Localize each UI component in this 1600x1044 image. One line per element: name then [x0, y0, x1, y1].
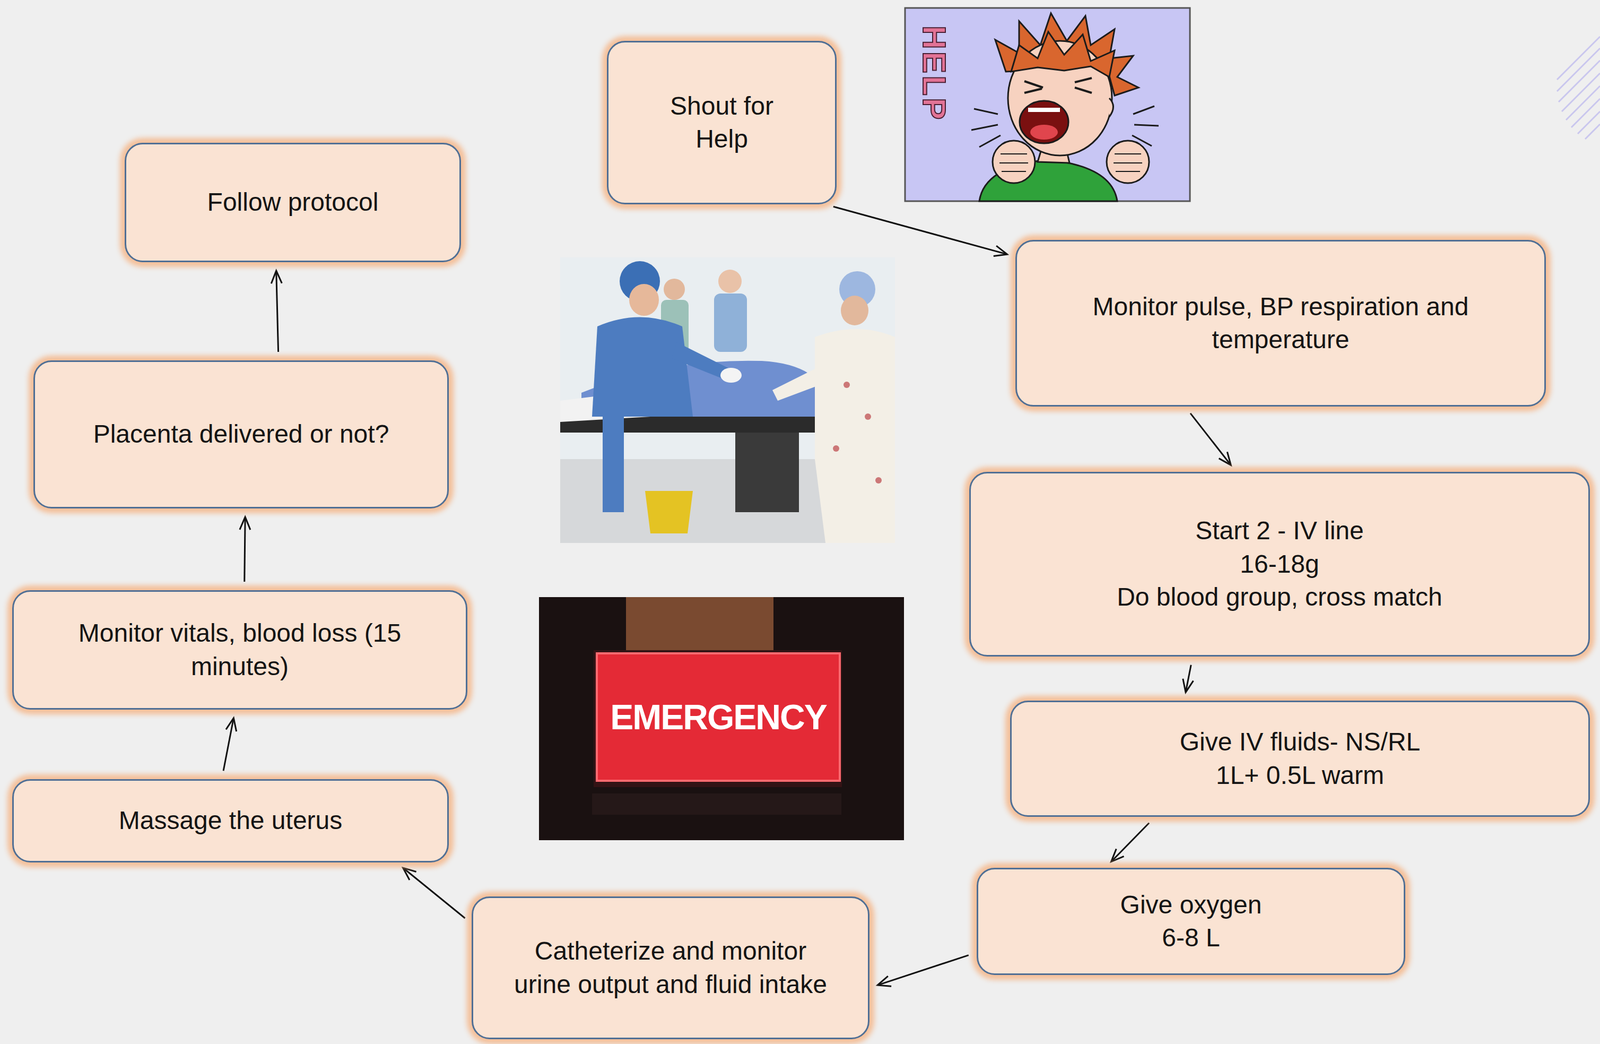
- box-text: Do blood group, cross match: [1116, 580, 1443, 614]
- box-text: Monitor pulse, BP respiration and temper…: [1041, 290, 1520, 357]
- box-text: 1L+ 0.5L warm: [1215, 758, 1385, 792]
- surgery-photo: [560, 257, 895, 543]
- flow-arrow: [276, 270, 279, 352]
- process-box: Start 2 - IV line16-18gDo blood group, c…: [969, 471, 1590, 657]
- flow-arrow: [403, 867, 466, 918]
- process-box: Follow protocol: [124, 142, 462, 263]
- help-cartoon: [905, 7, 1190, 202]
- flow-arrow: [223, 717, 234, 771]
- box-text: Give oxygen: [1120, 888, 1263, 921]
- flow-arrow: [833, 206, 1008, 255]
- box-text: Catheterize and monitor urine output and…: [508, 934, 833, 1001]
- box-text: Give IV fluids- NS/RL: [1179, 725, 1421, 759]
- flow-arrow: [244, 516, 246, 582]
- process-box: Give IV fluids- NS/RL1L+ 0.5L warm: [1010, 700, 1590, 817]
- box-text: Massage the uterus: [118, 803, 343, 837]
- process-box: Shout for Help: [606, 40, 837, 205]
- emergency-sign-photo: [538, 596, 904, 840]
- box-text: Follow protocol: [207, 185, 379, 219]
- flow-arrow: [1111, 822, 1150, 862]
- process-box: Give oxygen6-8 L: [976, 867, 1406, 975]
- emergency-sign-text: EMERGENCY: [596, 653, 840, 781]
- box-text: Monitor vitals, blood loss (15 minutes): [35, 616, 445, 683]
- help-lettering: HELP: [917, 25, 951, 122]
- box-text: 16-18g: [1239, 547, 1319, 581]
- process-box: Catheterize and monitor urine output and…: [471, 896, 870, 1039]
- process-box: Monitor vitals, blood loss (15 minutes): [12, 589, 468, 710]
- box-text: 6-8 L: [1161, 920, 1220, 954]
- process-box: Placenta delivered or not?: [33, 360, 449, 509]
- box-text: Placenta delivered or not?: [93, 417, 390, 451]
- flow-arrow: [877, 954, 969, 986]
- box-text: Start 2 - IV line: [1195, 514, 1364, 547]
- flow-arrow: [1185, 664, 1191, 693]
- process-box: Massage the uterus: [12, 778, 449, 863]
- flow-arrow: [1190, 413, 1231, 466]
- decor-stripes: [1557, 36, 1600, 139]
- process-box: Monitor pulse, BP respiration and temper…: [1015, 239, 1546, 407]
- box-text: Shout for Help: [650, 89, 794, 156]
